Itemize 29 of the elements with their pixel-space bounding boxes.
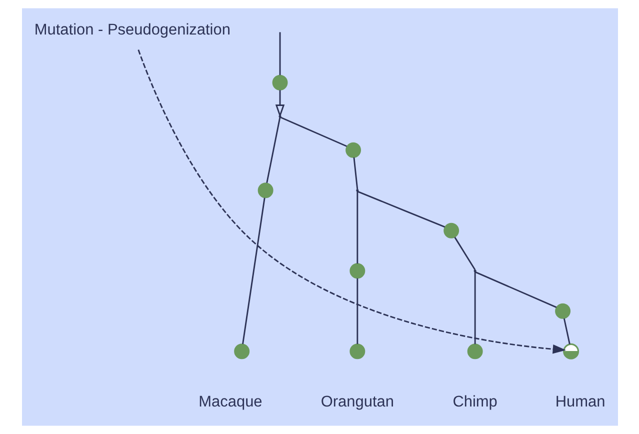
node-point (356, 189, 358, 192)
connector (356, 190, 445, 228)
node-label: Macaque (198, 394, 262, 411)
connector (356, 192, 358, 264)
node-circle (345, 142, 361, 158)
node-label: Human (554, 394, 605, 411)
connector (356, 278, 358, 344)
connector (278, 32, 280, 76)
node-circle (349, 344, 365, 360)
node-circle (234, 344, 250, 360)
node-point (473, 270, 476, 272)
node-circle (272, 74, 288, 90)
connector (562, 318, 570, 344)
node-text: Mutation - Pseudogenization (34, 22, 230, 39)
node-point (278, 115, 281, 118)
node-circle (257, 182, 273, 198)
connector (266, 117, 280, 184)
connector (474, 272, 476, 344)
node-circle (349, 263, 365, 279)
node-label: Orangutan (320, 394, 394, 411)
node-circle (554, 303, 570, 319)
node-circle (443, 222, 459, 238)
node-label: Chimp (452, 394, 497, 411)
connector (474, 271, 556, 308)
arrow (137, 50, 566, 354)
connector (242, 198, 265, 344)
node-circle (466, 344, 482, 360)
connector (352, 157, 358, 190)
connector (454, 236, 476, 270)
